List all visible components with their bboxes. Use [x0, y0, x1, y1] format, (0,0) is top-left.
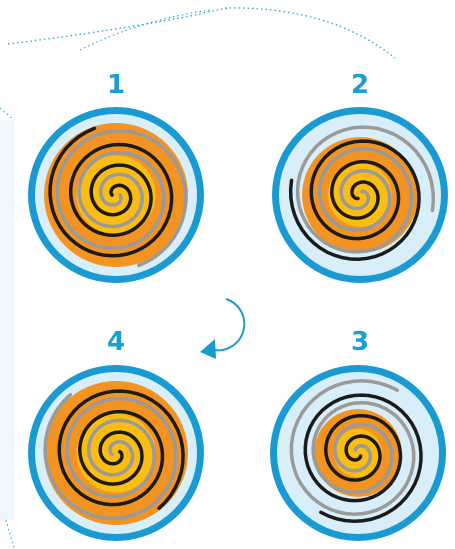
dotted-arc-bottom-left	[6, 520, 14, 548]
side-panel	[0, 120, 14, 520]
disc-4	[27, 364, 204, 541]
disc-1	[28, 107, 204, 283]
disc-3	[262, 354, 454, 546]
dotted-arc-mid	[80, 10, 210, 50]
panel-label-1: 1	[107, 70, 125, 100]
dotted-arc-right	[225, 8, 395, 58]
disc-2	[269, 101, 455, 287]
rotation-arrow-icon	[200, 299, 244, 359]
dotted-arc-left	[8, 8, 230, 44]
rotation-arrow-head	[200, 339, 216, 359]
panel-label-4: 4	[107, 327, 125, 357]
panel-label-2: 2	[351, 70, 369, 100]
dotted-arc-left-edge	[0, 108, 14, 120]
panel-label-3: 3	[351, 327, 369, 357]
